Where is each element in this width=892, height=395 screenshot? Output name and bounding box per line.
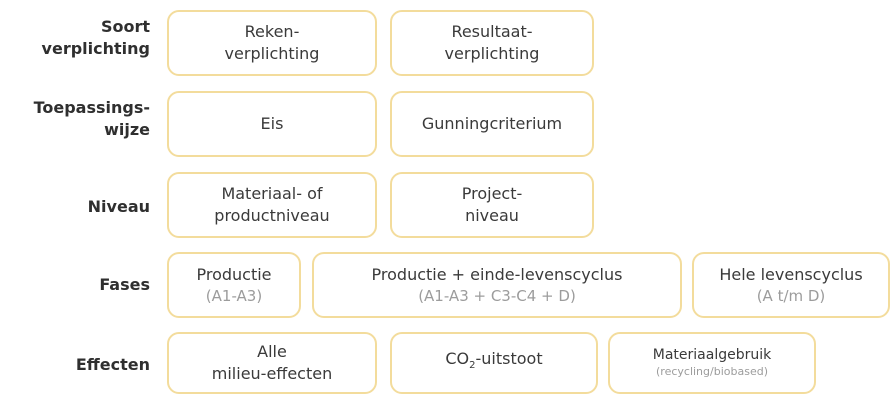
box-hele-levenscyclus: Hele levenscyclus (A t/m D) [692, 252, 890, 318]
box-text: Productie + einde-levenscyclus [371, 264, 623, 284]
row-label-effecten: Effecten [75, 355, 150, 374]
box-text: Project- niveau [461, 184, 523, 225]
box-productie: Productie (A1-A3) [167, 252, 301, 318]
co2-subscript: 2 [469, 360, 476, 372]
box-resultaatverplichting: Resultaat- verplichting [390, 10, 594, 76]
box-text: Eis [260, 114, 284, 133]
box-subtext: (A t/m D) [756, 286, 826, 305]
box-gunningcriterium: Gunningcriterium [390, 91, 594, 157]
box-materiaal-of-productniveau: Materiaal- of productniveau [167, 172, 377, 238]
box-text: CO2-uitstoot [445, 348, 542, 377]
box-text: Productie [196, 264, 272, 284]
box-text: Materiaal- of productniveau [214, 184, 330, 225]
box-subtext: (A1-A3 + C3-C4 + D) [418, 286, 576, 305]
box-text: Gunningcriterium [421, 114, 563, 133]
box-subtext: (A1-A3) [205, 286, 263, 305]
box-alle-milieu-effecten: Alle milieu-effecten [167, 332, 377, 394]
row-label-toepassingswijze: Toepassings- wijze [33, 98, 150, 139]
box-text: Materiaalgebruik [652, 347, 772, 363]
box-productie-einde-levenscyclus: Productie + einde-levenscyclus (A1-A3 + … [312, 252, 682, 318]
box-text: Resultaat- verplichting [444, 22, 540, 63]
row-label-soort-verplichting: Soort verplichting [41, 17, 150, 58]
box-text: Reken- verplichting [224, 22, 320, 63]
box-co2-uitstoot: CO2-uitstoot [390, 332, 598, 394]
row-label-niveau: Niveau [87, 197, 150, 216]
box-projectniveau: Project- niveau [390, 172, 594, 238]
co2-text: CO [445, 349, 470, 369]
box-text: Hele levenscyclus [719, 264, 863, 284]
box-smalltext: (recycling/biobased) [656, 365, 768, 378]
box-text: Alle milieu-effecten [211, 342, 333, 383]
box-rekenverplichting: Reken- verplichting [167, 10, 377, 76]
uitstoot-text: -uitstoot [475, 349, 543, 369]
box-materiaalgebruik: Materiaalgebruik (recycling/biobased) [608, 332, 816, 394]
box-eis: Eis [167, 91, 377, 157]
row-label-fases: Fases [99, 275, 150, 294]
